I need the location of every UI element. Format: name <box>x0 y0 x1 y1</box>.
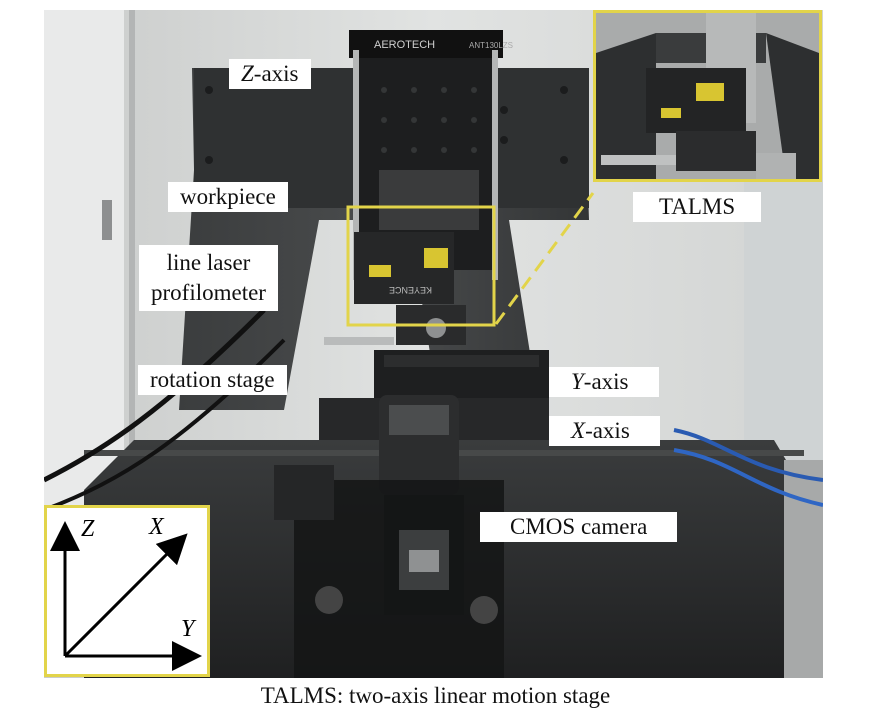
x-axis-arrow <box>63 533 188 658</box>
rotation-stage-label: rotation stage <box>138 365 287 395</box>
workpiece-label: workpiece <box>168 182 288 212</box>
talms-inset <box>593 10 822 182</box>
cmos-camera-label: CMOS camera <box>480 512 678 542</box>
talms-inset-illustration <box>596 13 819 179</box>
stage-model: ANT130LZS <box>469 41 513 50</box>
coordinate-axes: Z X Y <box>50 514 202 671</box>
y-letter: Y <box>181 616 197 642</box>
coordinate-frame: Z X Y <box>44 505 210 677</box>
profilometer-highlight-box <box>346 205 496 327</box>
z-axis-label: Z-axis <box>229 59 311 89</box>
line-laser-profilometer-label: line laser profilometer <box>139 245 278 311</box>
figure-caption: TALMS: two-axis linear motion stage <box>260 683 611 708</box>
inset-connector-line <box>494 192 595 325</box>
keyence-brand: KEYENCE <box>389 285 432 295</box>
x-axis-label: X-axis <box>549 416 660 446</box>
z-letter: Z <box>81 516 95 542</box>
y-axis-label: Y-axis <box>549 367 659 397</box>
x-letter: X <box>148 514 165 540</box>
talms-label: TALMS <box>633 192 762 222</box>
aerotech-brand: AEROTECH <box>374 39 435 51</box>
